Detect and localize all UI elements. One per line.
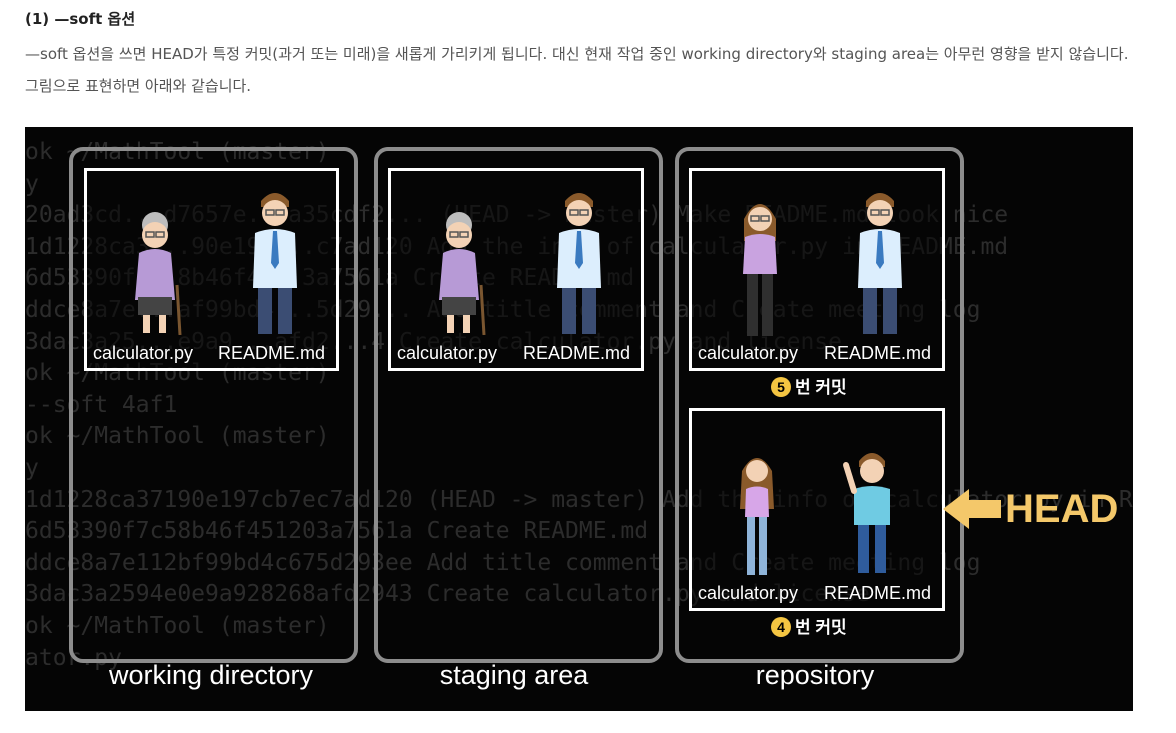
calculator-file-label: calculator.py xyxy=(698,583,799,603)
working-directory-panel xyxy=(69,147,358,663)
readme-file-label: README.md xyxy=(824,343,932,363)
commit-4-badge: 4 xyxy=(771,617,791,637)
head-arrow-icon xyxy=(943,489,1001,529)
commit-4-frame: calculator.py README.md xyxy=(689,408,945,611)
father-figure xyxy=(858,193,902,334)
readme-file-label: README.md xyxy=(824,583,932,603)
staging-area-panel xyxy=(374,147,663,663)
commit-5-badge: 5 xyxy=(771,377,791,397)
father-figure xyxy=(253,193,297,334)
calculator-file-label: calculator.py xyxy=(397,343,498,363)
mother-figure xyxy=(743,204,777,336)
working-directory-files-frame: calculator.py README.md xyxy=(84,168,339,371)
grandmother-figure xyxy=(439,212,486,335)
repository-label: repository xyxy=(755,660,875,690)
head-pointer-label: HEAD xyxy=(1005,487,1119,531)
commit-5-text: 번 커밋 xyxy=(795,378,847,397)
father-figure xyxy=(557,193,601,334)
staging-area-label: staging area xyxy=(439,660,589,690)
son-figure xyxy=(843,453,890,573)
reset-soft-diagram: ok ~/MathTool (master) y 20ad3cd...d7657… xyxy=(25,127,1133,711)
calculator-file-label: calculator.py xyxy=(93,343,194,363)
description-paragraph: —soft 옵션을 쓰면 HEAD가 특정 커밋(과거 또는 미래)을 새롭게 … xyxy=(25,45,1129,95)
readme-file-label: README.md xyxy=(523,343,631,363)
staging-area-files-frame: calculator.py README.md xyxy=(388,168,644,371)
commit-5-frame: calculator.py README.md xyxy=(689,168,945,371)
calculator-file-label: calculator.py xyxy=(698,343,799,363)
readme-file-label: README.md xyxy=(218,343,326,363)
commit-4-text: 번 커밋 xyxy=(795,618,847,637)
section-heading: (1) —soft 옵션 xyxy=(25,10,136,28)
working-directory-label: working directory xyxy=(108,660,314,690)
grandmother-figure xyxy=(135,212,182,335)
daughter-figure xyxy=(740,458,774,575)
repository-panel xyxy=(675,147,964,663)
